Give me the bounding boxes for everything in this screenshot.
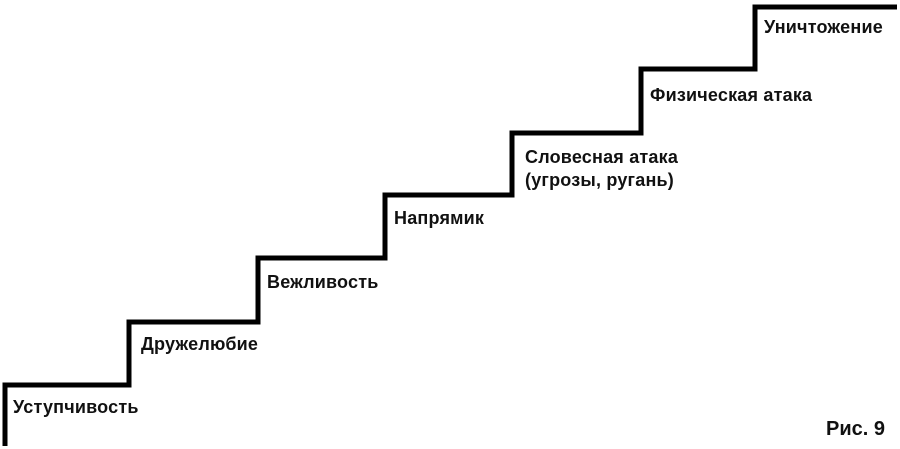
step-label-verbal-attack: Словесная атака (угрозы, ругань)	[525, 147, 679, 190]
step-label-friendliness: Дружелюбие	[141, 334, 259, 354]
staircase-line	[2, 4, 897, 446]
figure-caption: Рис. 9	[826, 418, 885, 440]
step-label-politeness: Вежливость	[267, 272, 379, 292]
step-label-directness: Напрямик	[394, 208, 485, 228]
step-label-destruction: Уничтожение	[764, 17, 883, 37]
step-label-compliance: Уступчивость	[13, 397, 139, 417]
step-label-physical-attack: Физическая атака	[650, 85, 813, 105]
